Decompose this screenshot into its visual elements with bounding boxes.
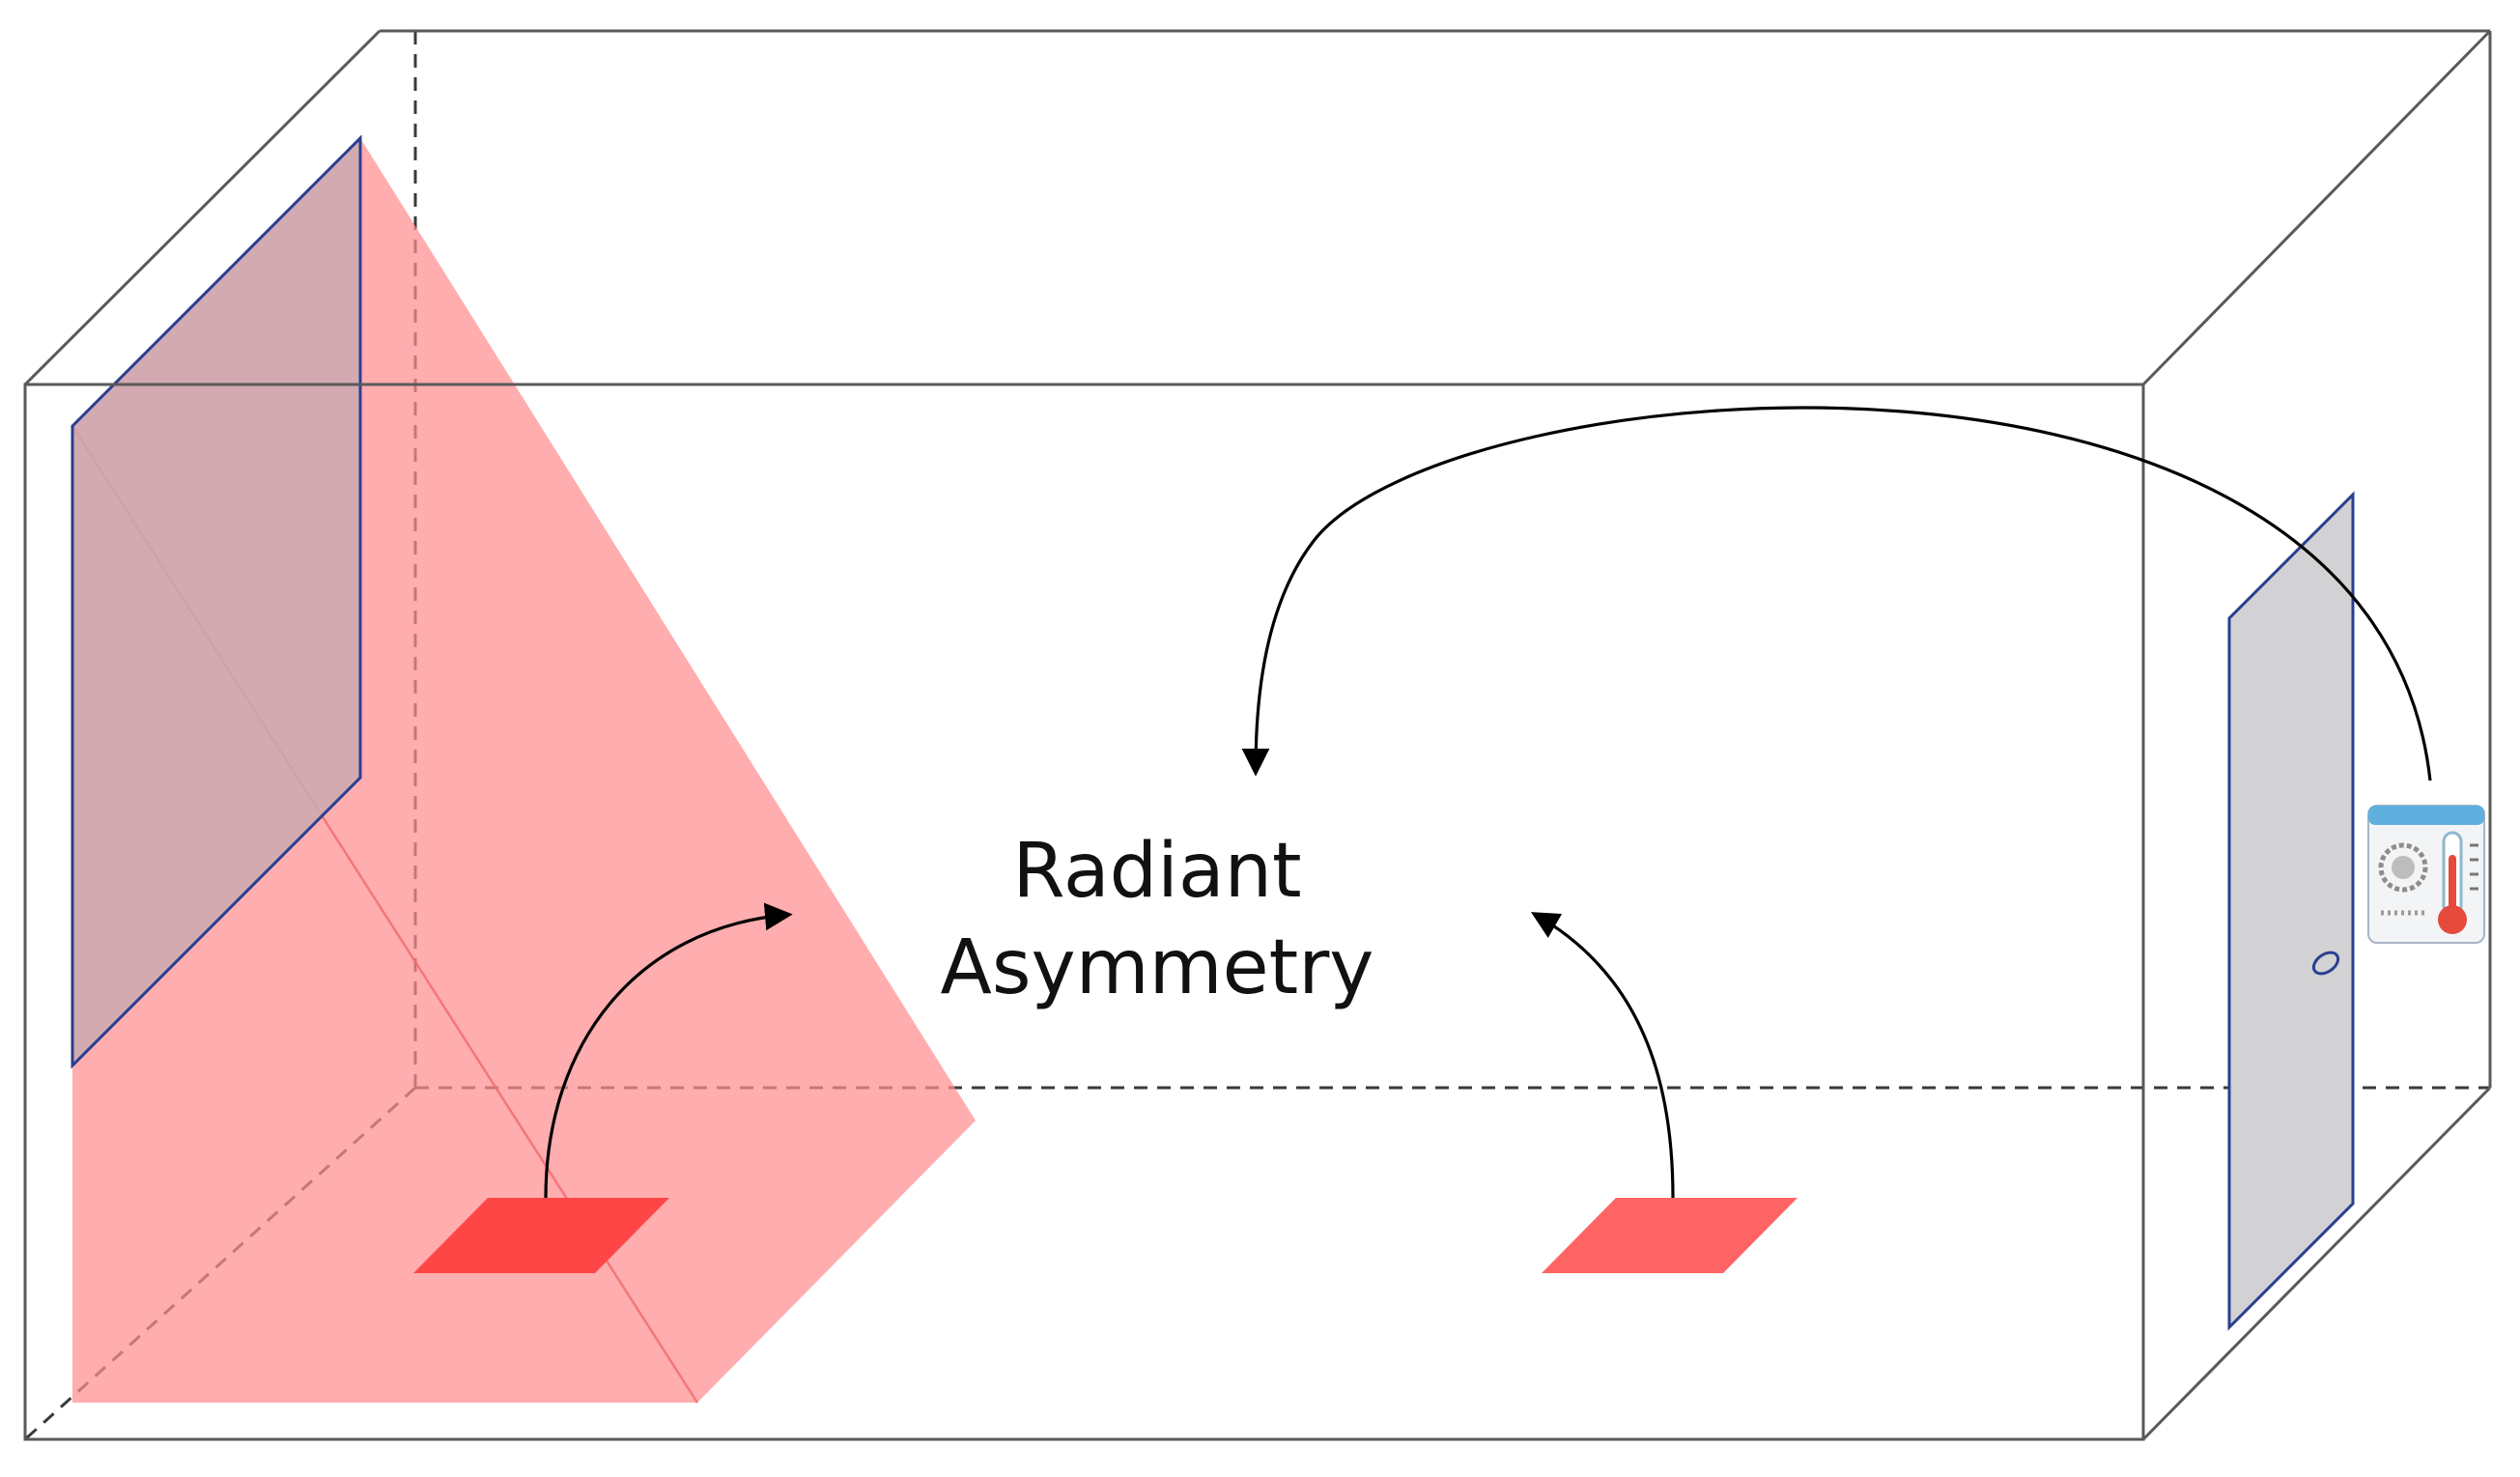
thermostat-top-bar bbox=[2368, 806, 2484, 825]
room-visible-edges bbox=[23, 29, 2492, 1441]
top-right-diagonal-edge bbox=[2141, 29, 2492, 386]
door-icon bbox=[2227, 491, 2355, 1331]
thermometer-mercury bbox=[2449, 855, 2456, 915]
top-left-diagonal-edge bbox=[23, 29, 382, 386]
front-face bbox=[23, 383, 2145, 1441]
right-patch-radiation-arrow bbox=[1531, 912, 1675, 1199]
heated-floor-patch-left bbox=[413, 1198, 669, 1273]
door-handle-icon bbox=[2311, 951, 2340, 976]
label-asymmetry: Asymmetry bbox=[941, 924, 1374, 1011]
left-patch-radiation-arrow bbox=[544, 902, 793, 1199]
label-radiant: Radiant bbox=[1012, 828, 1301, 915]
heated-floor-patch-right bbox=[1542, 1198, 1798, 1273]
thermostat-icon bbox=[2367, 805, 2485, 944]
thermometer-bulb bbox=[2438, 905, 2467, 934]
thermostat-dial-icon bbox=[2378, 842, 2428, 893]
thermostat-to-center-arrow bbox=[1241, 406, 2432, 781]
thermostat-dial-center bbox=[2392, 856, 2415, 879]
window-icon bbox=[71, 134, 362, 1069]
thermostat-body bbox=[2367, 805, 2485, 944]
bottom-right-diagonal-edge bbox=[2141, 1086, 2492, 1441]
